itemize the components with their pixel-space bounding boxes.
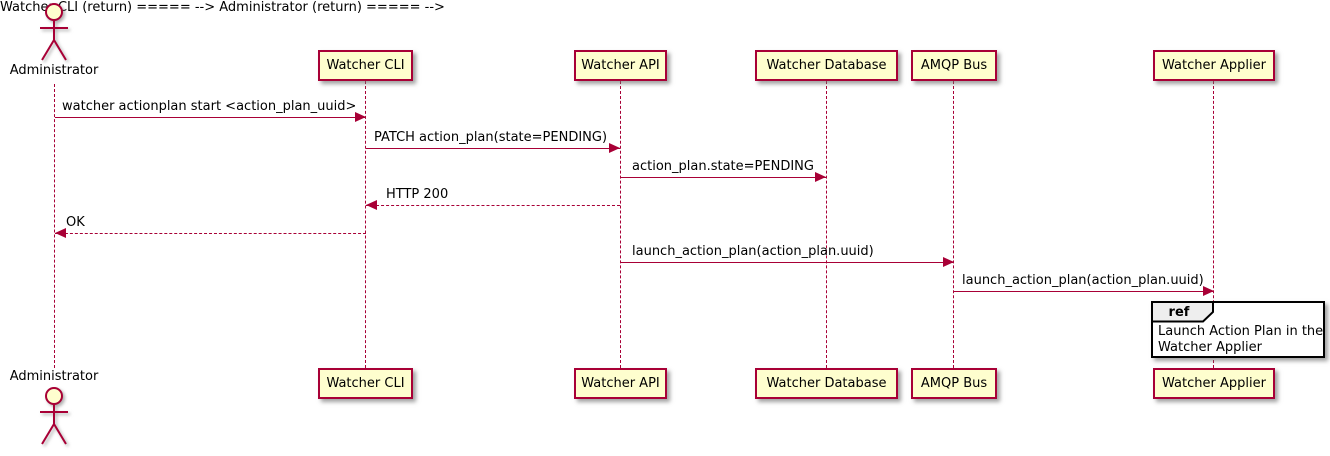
message-6-line (621, 262, 954, 263)
message-3-line (621, 177, 826, 178)
participant-box-watcher-database-bottom: Watcher Database (755, 368, 898, 399)
message-1-label: watcher actionplan start <action_plan_uu… (62, 99, 357, 114)
message-4-label: HTTP 200 (386, 187, 449, 202)
message-4-arrowhead-icon (366, 200, 377, 210)
message-1-arrowhead-icon (355, 112, 366, 122)
actor-icon-bottom (40, 387, 68, 445)
message-6-label: launch_action_plan(action_plan.uuid) (632, 244, 874, 259)
lifeline-watcher-api (620, 81, 621, 368)
participant-label: Watcher API (581, 58, 660, 73)
message-7-label: launch_action_plan(action_plan.uuid) (962, 273, 1204, 288)
lifeline-amqp-bus (953, 81, 954, 368)
message-3-label: action_plan.state=PENDING (632, 159, 814, 174)
ref-fragment: ref Launch Action Plan in the Watcher Ap… (1151, 301, 1325, 358)
message-7-arrowhead-icon (1203, 286, 1214, 296)
message-2-label: PATCH action_plan(state=PENDING) (374, 130, 608, 145)
lifeline-watcher-cli (365, 81, 366, 368)
participant-box-watcher-api-bottom: Watcher API (574, 368, 667, 399)
participant-box-amqp-bus-bottom: AMQP Bus (911, 368, 997, 399)
lifeline-watcher-database (826, 81, 827, 368)
actor-icon-top (40, 3, 68, 61)
message-5-label: OK (66, 215, 85, 230)
message-5-line (55, 233, 366, 234)
ref-text-line2: Watcher Applier (1158, 340, 1262, 355)
lifeline-watcher-applier (1213, 81, 1214, 368)
ref-tab-icon (1151, 301, 1214, 323)
participant-label: AMQP Bus (920, 58, 988, 73)
ref-text-line1: Launch Action Plan in the (1158, 324, 1324, 339)
message-2-line (366, 148, 620, 149)
message-6-arrowhead-icon (943, 257, 954, 267)
participant-label: Watcher Database (766, 376, 887, 391)
participant-box-watcher-cli-top: Watcher CLI (318, 50, 413, 81)
ref-keyword: ref (1168, 305, 1190, 320)
participant-box-watcher-applier-top: Watcher Applier (1153, 50, 1275, 81)
participant-label: Watcher CLI (326, 58, 405, 73)
message-2-arrowhead-icon (609, 143, 620, 153)
lifeline-administrator (54, 84, 55, 368)
participant-label: Watcher Applier (1162, 58, 1266, 73)
message-7-line (954, 291, 1214, 292)
participant-box-watcher-api-top: Watcher API (574, 50, 667, 81)
participant-label: AMQP Bus (920, 376, 988, 391)
message-3-arrowhead-icon (815, 172, 826, 182)
participant-label: Watcher Database (766, 58, 887, 73)
participant-label: Watcher API (581, 376, 660, 391)
participant-label: Watcher CLI (326, 376, 405, 391)
participant-box-amqp-bus-top: AMQP Bus (911, 50, 997, 81)
message-1-line (55, 117, 366, 118)
participant-box-watcher-applier-bottom: Watcher Applier (1153, 368, 1275, 399)
participant-box-watcher-database-top: Watcher Database (755, 50, 898, 81)
message-5-arrowhead-icon (55, 228, 66, 238)
participant-label: Watcher Applier (1162, 376, 1266, 391)
actor-label-bottom: Administrator (9, 369, 99, 384)
actor-label-top: Administrator (9, 63, 99, 78)
participant-box-watcher-cli-bottom: Watcher CLI (318, 368, 413, 399)
message-4-line (366, 205, 620, 206)
